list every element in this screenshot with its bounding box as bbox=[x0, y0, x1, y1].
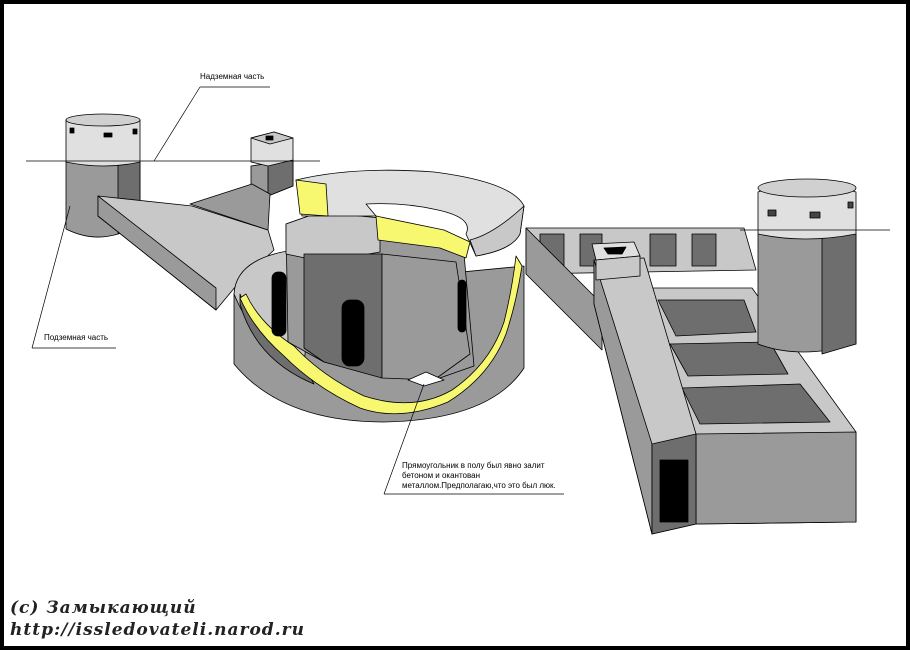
author-credit: (c) Замыкающий bbox=[10, 598, 197, 618]
drawing-frame: Надземная часть Подземная часть Прямоуго… bbox=[4, 4, 906, 646]
label-note-line2: бетоном и окантован bbox=[402, 471, 481, 480]
floor-hatch bbox=[407, 371, 445, 387]
site-url: http://issledovateli.narod.ru bbox=[10, 620, 305, 640]
label-note-line1: Прямоугольник в полу был явно залит bbox=[402, 461, 545, 470]
corridor-entrance bbox=[659, 459, 689, 523]
label-above-ground: Надземная часть bbox=[200, 72, 265, 81]
label-note-line3: металлом.Предполагаю,что это был люк. bbox=[402, 481, 556, 490]
left-corridors bbox=[97, 183, 275, 311]
label-underground: Подземная часть bbox=[44, 333, 109, 342]
right-complex bbox=[525, 227, 857, 535]
chamber-opening-left bbox=[271, 271, 287, 337]
circular-chamber bbox=[233, 169, 525, 423]
chamber-opening-front bbox=[341, 299, 365, 367]
leader-lines bbox=[26, 86, 890, 495]
chamber-opening-right bbox=[457, 279, 467, 333]
right-tower bbox=[757, 178, 857, 355]
back-small-tower bbox=[250, 131, 294, 197]
bunker-diagram bbox=[26, 86, 890, 535]
